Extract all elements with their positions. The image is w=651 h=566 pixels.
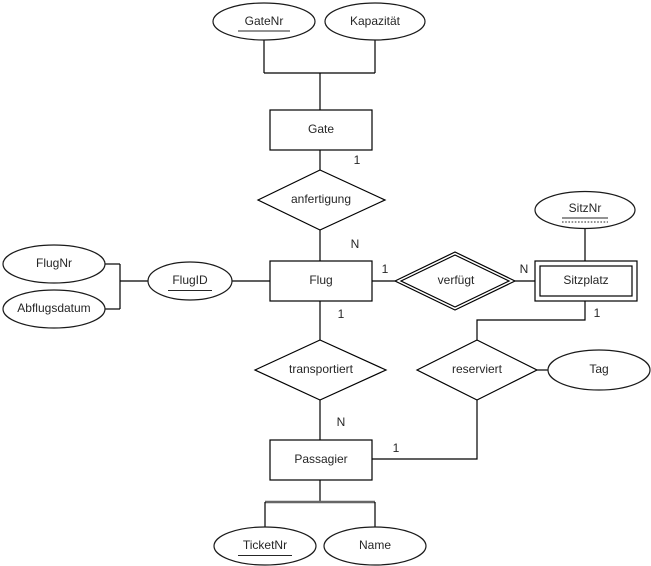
attribute-abflugsdatum[interactable]: Abflugsdatum: [2, 289, 106, 329]
attribute-flugnr-label: FlugNr: [36, 256, 72, 270]
cardinality-anfertigung-flug: N: [351, 237, 360, 251]
attribute-abflugsdatum-label: Abflugsdatum: [17, 301, 90, 315]
relationship-reserviert[interactable]: reserviert: [415, 339, 539, 401]
relationship-transportiert-label: transportiert: [289, 362, 354, 376]
cardinality-verfuegt-sitzplatz: N: [520, 262, 529, 276]
attribute-gatenr-label: GateNr: [245, 14, 284, 28]
cardinality-sitzplatz-reserviert: 1: [594, 306, 601, 320]
entity-flug-label: Flug: [309, 273, 332, 287]
attribute-kapazitaet[interactable]: Kapazität: [324, 2, 426, 41]
relationship-verfuegt-label: verfügt: [438, 273, 475, 287]
entity-sitzplatz[interactable]: Sitzplatz: [534, 260, 638, 302]
attribute-kapazitaet-label: Kapazität: [350, 14, 401, 28]
cardinality-flug-transportiert: 1: [338, 307, 345, 321]
relationship-reserviert-label: reserviert: [452, 362, 503, 376]
attribute-gatenr[interactable]: GateNr: [212, 2, 316, 41]
attribute-sitznr-label: SitzNr: [569, 201, 602, 215]
attribute-sitznr[interactable]: SitzNr: [534, 190, 636, 230]
entity-sitzplatz-label: Sitzplatz: [563, 273, 608, 287]
attribute-ticketnr-label: TicketNr: [243, 538, 287, 552]
attribute-name[interactable]: Name: [323, 526, 427, 566]
attribute-ticketnr[interactable]: TicketNr: [213, 526, 317, 566]
edge-layer: [105, 40, 586, 527]
relationship-verfuegt[interactable]: verfügt: [393, 251, 517, 311]
attribute-tag[interactable]: Tag: [547, 349, 651, 391]
attribute-name-label: Name: [359, 538, 391, 552]
entity-passagier-label: Passagier: [294, 452, 347, 466]
attribute-tag-label: Tag: [589, 362, 608, 376]
cardinality-transportiert-passagier: N: [337, 415, 346, 429]
attribute-flugnr[interactable]: FlugNr: [2, 244, 106, 284]
edge-reserviert-passagier: [372, 400, 478, 460]
cardinality-reserviert-passagier: 1: [393, 441, 400, 455]
entity-gate[interactable]: Gate: [269, 109, 373, 151]
attribute-flugid-label: FlugID: [172, 273, 208, 287]
cardinality-gate-anfertigung: 1: [354, 153, 361, 167]
edge-sitzplatz-reserviert: [476, 301, 586, 340]
relationship-anfertigung[interactable]: anfertigung: [256, 169, 387, 231]
entity-gate-label: Gate: [308, 122, 334, 136]
entity-flug[interactable]: Flug: [269, 260, 373, 302]
cardinality-flug-verfuegt: 1: [382, 262, 389, 276]
relationship-anfertigung-label: anfertigung: [291, 192, 351, 206]
entity-passagier[interactable]: Passagier: [269, 439, 373, 481]
attribute-flugid[interactable]: FlugID: [147, 261, 233, 301]
relationship-transportiert[interactable]: transportiert: [253, 339, 388, 401]
